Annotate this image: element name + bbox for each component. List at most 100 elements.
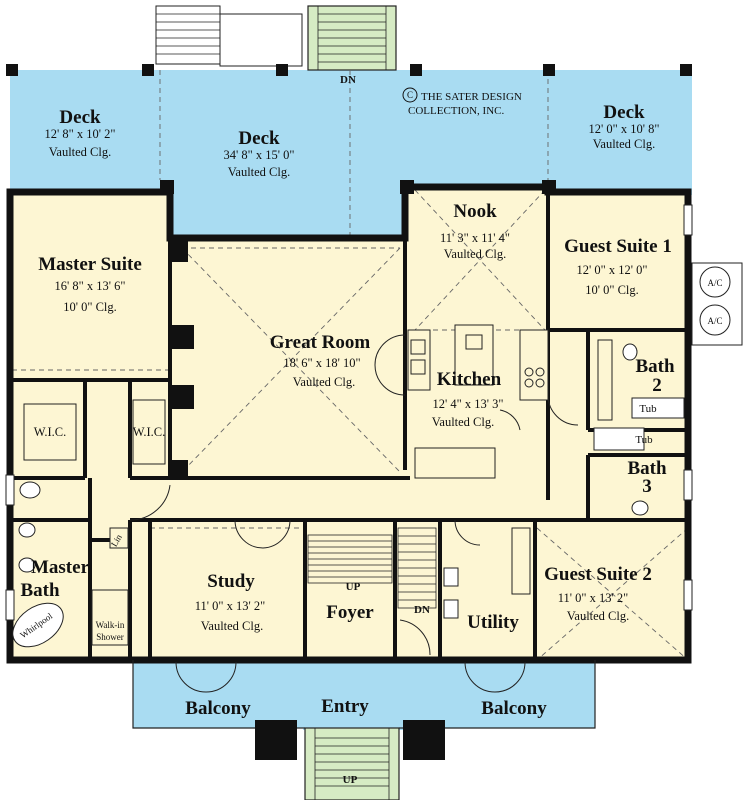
utility-name: Utility (467, 612, 519, 633)
deck-right-ceiling: Vaulted Clg. (593, 137, 656, 151)
rear-stair-dn: DN (340, 74, 356, 86)
nook-name: Nook (453, 201, 497, 222)
copyright-line-1: THE SATER DESIGN (421, 91, 522, 103)
island-sink-icon (465, 334, 483, 350)
shower-label-1: Walk-in (96, 620, 125, 630)
burner-icon (524, 367, 534, 377)
deck-left-ceiling: Vaulted Clg. (49, 145, 112, 159)
kitchen-fixtures (407, 324, 549, 479)
guest-wing-floor (548, 192, 688, 662)
great-room-ceiling: Vaulted Clg. (293, 375, 356, 389)
ac-unit-1-icon (699, 266, 731, 298)
rear-landing (219, 13, 303, 67)
range-counter (519, 329, 549, 401)
master-suite-ceiling: 10' 0" Clg. (63, 300, 117, 314)
front-stair-up: UP (343, 774, 358, 786)
foyer-stair-up: UP (346, 581, 361, 593)
rear-left-stair (155, 5, 221, 65)
rear-left-stair-treads (156, 13, 220, 55)
bath-2-num: 2 (652, 375, 662, 396)
bath-2-name: Bath (635, 356, 675, 377)
ac-1-label: A/C (707, 278, 722, 288)
rear-deck-fill (10, 70, 692, 195)
whirlpool-tub (12, 602, 64, 648)
foyer-name: Foyer (326, 602, 374, 623)
exterior-stairs (155, 5, 400, 800)
front-stair (304, 727, 400, 800)
tub-3-label: Tub (635, 434, 653, 446)
foyer-stairs (307, 527, 437, 609)
master-suite-name: Master Suite (38, 254, 142, 275)
wic-right-box (132, 399, 166, 465)
master-sink-icon (18, 557, 36, 573)
study-ceiling: Vaulted Clg. (201, 619, 264, 633)
balcony-right-name: Balcony (481, 698, 547, 719)
study-name: Study (207, 571, 255, 592)
kitchen-dims: 12' 4" x 13' 3" (433, 397, 504, 411)
ac-units (691, 262, 743, 346)
guest-suite-1-ceiling: 10' 0" Clg. (585, 283, 639, 297)
balcony-left-fill (133, 660, 303, 728)
master-sink-icon (18, 522, 36, 538)
center-deck-extension (170, 180, 405, 238)
copyright-line-2: COLLECTION, INC. (408, 105, 504, 117)
master-bath-name-1: Master (31, 557, 90, 578)
columns (6, 64, 692, 760)
great-room-floor (170, 238, 405, 662)
tub-2-shape (631, 397, 685, 419)
tub-3-shape (593, 427, 645, 451)
burner-icon (535, 378, 545, 388)
kitchen-counter-lower (414, 447, 496, 479)
master-suite-dims: 16' 8" x 13' 6" (55, 279, 126, 293)
railings (132, 660, 596, 729)
bath-2-vanity (597, 339, 613, 421)
deck-center-dims: 34' 8" x 15' 0" (224, 148, 295, 162)
interior-walls (10, 192, 688, 660)
dryer-icon (443, 599, 459, 619)
wic-left-box (23, 403, 77, 461)
copyright-symbol: C (407, 90, 413, 100)
bath-3-name: Bath (627, 458, 667, 479)
doors (129, 334, 579, 693)
utility-cabinet (511, 527, 531, 595)
shower-label-2: Shower (96, 632, 124, 642)
rear-stair-treads (317, 6, 387, 70)
master-bath-name-2: Bath (20, 580, 60, 601)
nook-ceiling: Vaulted Clg. (444, 247, 507, 261)
nook-dims: 11' 3" x 11' 4" (440, 231, 510, 245)
deck-left-name: Deck (59, 107, 101, 128)
deck-center-name: Deck (238, 128, 280, 149)
windows (5, 204, 693, 621)
guest-suite-2-ceiling: Vaulted Clg. (567, 609, 630, 623)
burner-icon (535, 367, 545, 377)
guest-suite-2-name: Guest Suite 2 (544, 564, 652, 585)
ac-2-label: A/C (707, 316, 722, 326)
kitchen-island (454, 324, 494, 386)
deck-right-name: Deck (603, 102, 645, 123)
bath-3-sink-icon (631, 500, 649, 516)
linen-closet (109, 527, 129, 549)
bath-2-sink-icon (622, 343, 638, 361)
ac-unit-2-icon (699, 304, 731, 336)
sink-icon (410, 339, 426, 355)
kitchen-name: Kitchen (437, 369, 502, 390)
bath-fixtures (12, 339, 685, 648)
burner-icon (524, 378, 534, 388)
great-room-dims: 18' 6" x 18' 10" (283, 356, 360, 370)
deck-center-ceiling: Vaulted Clg. (228, 165, 291, 179)
toilet-icon (19, 481, 41, 499)
guest-suite-1-name: Guest Suite 1 (564, 236, 672, 257)
washer-icon (443, 567, 459, 587)
front-stair-treads (314, 728, 390, 800)
bath-3-num: 3 (642, 476, 652, 497)
entry-name: Entry (321, 696, 369, 717)
shower-stall (91, 589, 129, 646)
guest-suite-2-dims: 11' 0" x 13' 2" (558, 591, 629, 605)
deck-left-dims: 12' 8" x 10' 2" (45, 127, 116, 141)
study-dims: 11' 0" x 13' 2" (195, 599, 266, 613)
deck-right-dims: 12' 0" x 10' 8" (589, 122, 660, 136)
foyer-stair-dn: DN (414, 604, 430, 616)
wic-1-label: W.I.C. (34, 425, 67, 439)
balcony-left-name: Balcony (185, 698, 251, 719)
